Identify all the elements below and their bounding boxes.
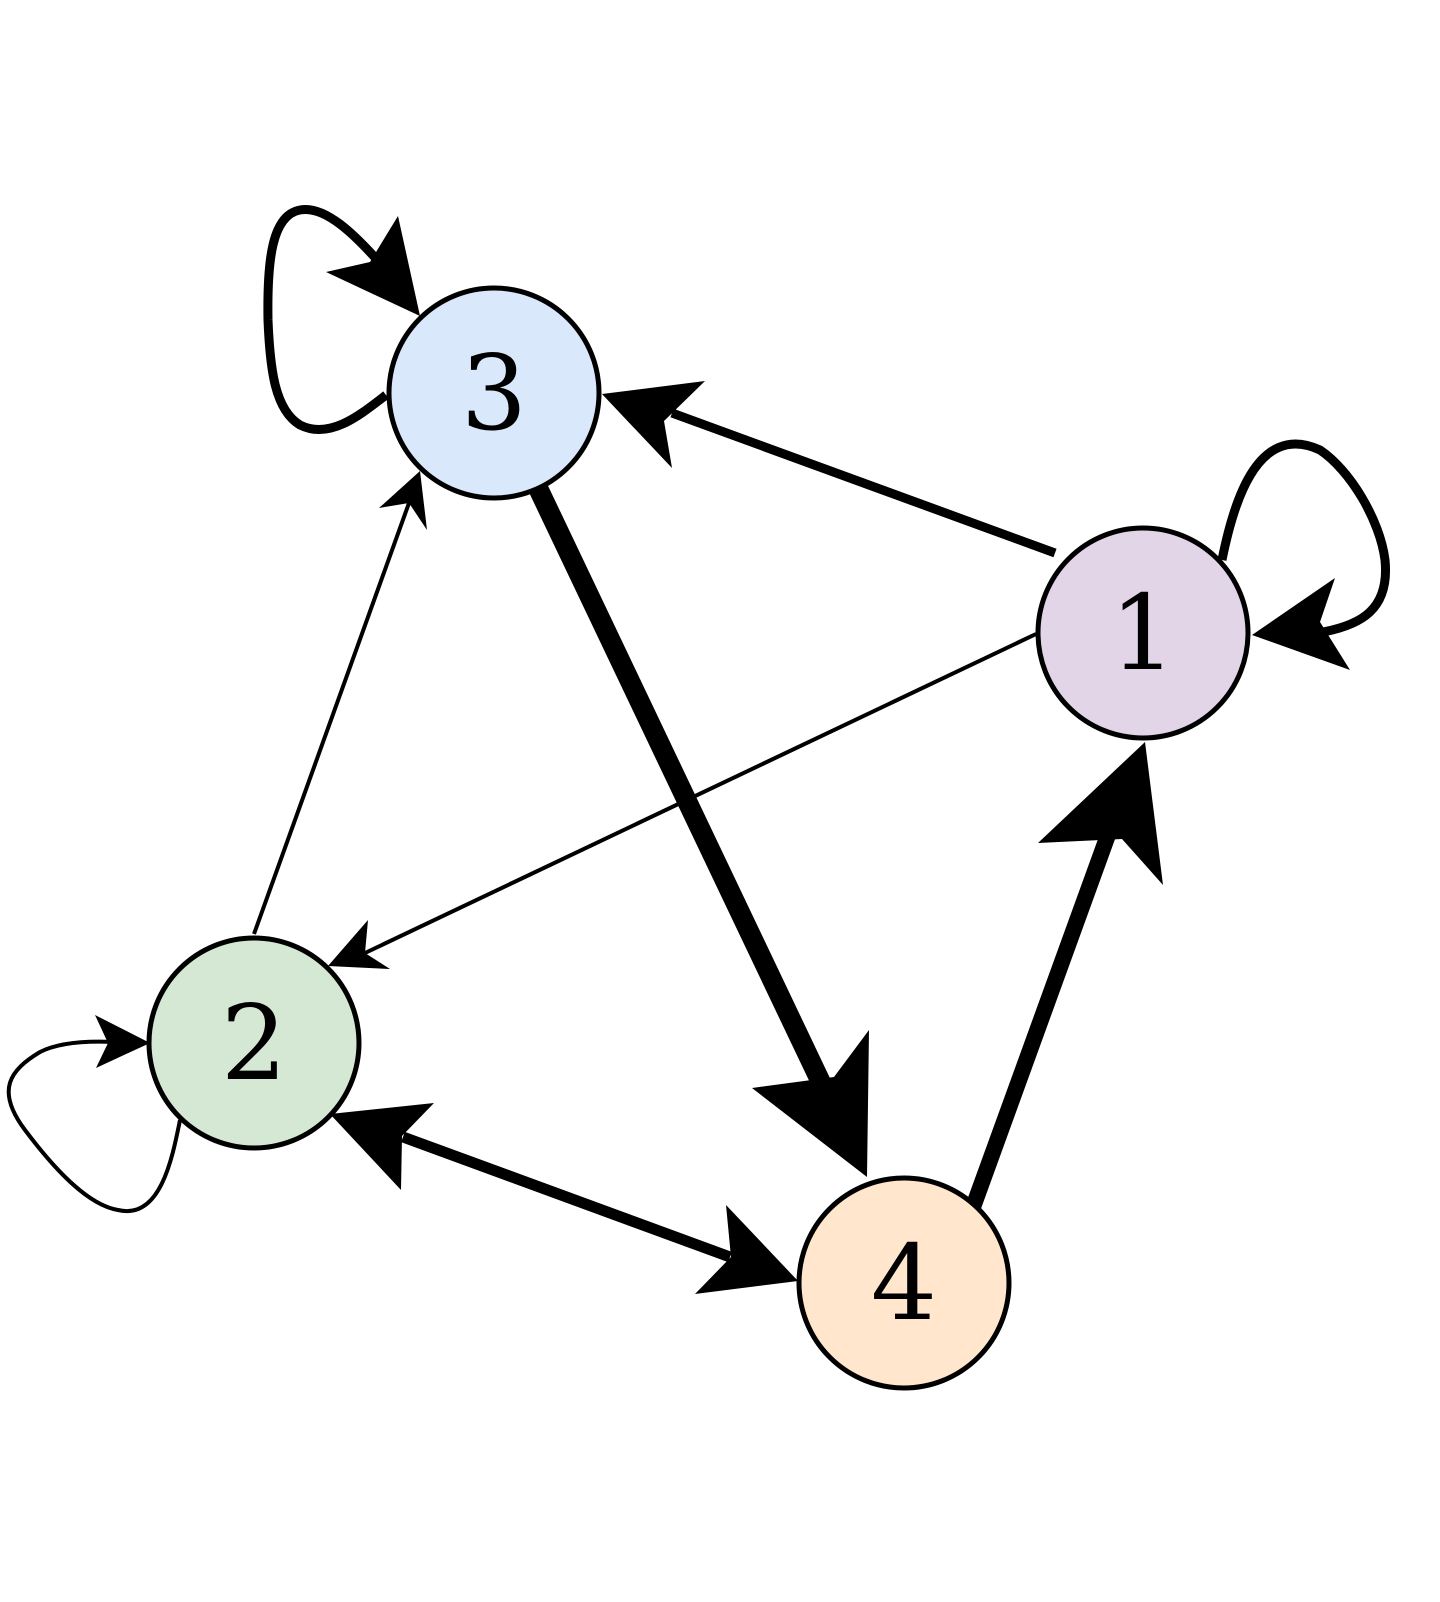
self-loop-3 [263,204,420,434]
edge-1-to-3 [602,381,1057,558]
edge-2-to-4-bidirectional [330,1103,798,1294]
node-3[interactable]: 3 [386,285,602,501]
node-1-circle [1035,525,1251,741]
edges [6,204,1391,1294]
node-2[interactable]: 2 [146,935,362,1151]
self-loop-2 [6,1015,182,1214]
node-4[interactable]: 4 [796,1175,1012,1391]
edge-4-to-1 [964,742,1163,1213]
node-1-label: 1 [1110,572,1176,694]
node-3-label: 3 [461,332,527,454]
nodes: 3 1 2 4 [146,285,1251,1391]
node-2-circle [146,935,362,1151]
node-4-circle [796,1175,1012,1391]
node-4-label: 4 [871,1222,937,1344]
edge-3-to-4 [528,483,869,1177]
self-loop-1 [1217,439,1391,670]
edge-2-to-3 [252,471,427,935]
node-3-circle [386,285,602,501]
node-2-label: 2 [221,982,287,1104]
node-1[interactable]: 1 [1035,525,1251,741]
edge-1-to-2 [328,632,1037,969]
